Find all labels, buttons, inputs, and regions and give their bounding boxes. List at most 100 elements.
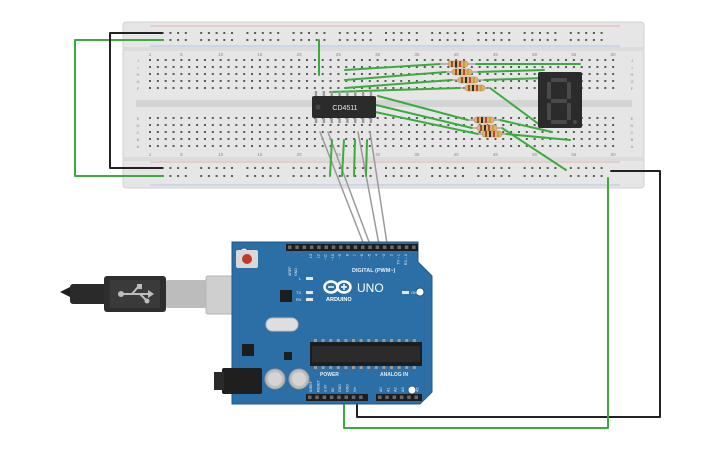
terminal-hole[interactable] [525,131,528,133]
resistor[interactable] [472,124,502,132]
rail-hole[interactable] [462,32,464,34]
terminal-hole[interactable] [541,131,544,133]
terminal-hole[interactable] [282,117,285,119]
terminal-hole[interactable] [408,80,411,82]
rail-hole[interactable] [408,32,411,34]
terminal-hole[interactable] [525,138,528,140]
terminal-hole[interactable] [604,73,607,75]
terminal-hole[interactable] [408,124,411,126]
rail-hole[interactable] [569,175,572,177]
terminal-hole[interactable] [337,145,340,147]
terminal-hole[interactable] [298,145,301,147]
rail-hole[interactable] [539,32,541,34]
rail-hole[interactable] [492,175,495,177]
rail-hole[interactable] [485,32,488,34]
rail-hole[interactable] [261,167,264,169]
terminal-hole[interactable] [502,80,505,82]
header-pin[interactable] [317,245,321,250]
rail-hole[interactable] [454,167,457,169]
terminal-hole[interactable] [227,124,230,126]
terminal-hole[interactable] [510,131,513,133]
terminal-hole[interactable] [266,131,269,133]
terminal-hole[interactable] [431,66,434,68]
terminal-hole[interactable] [588,66,591,68]
rail-hole[interactable] [315,167,318,169]
header-pin[interactable] [407,395,411,400]
rail-hole[interactable] [338,167,341,169]
terminal-hole[interactable] [203,73,206,75]
terminal-hole[interactable] [510,124,513,126]
wire-green-ic-1[interactable] [329,139,333,177]
terminal-hole[interactable] [258,124,261,126]
resistor[interactable] [440,60,476,68]
rail-hole[interactable] [369,175,372,177]
terminal-hole[interactable] [470,138,473,140]
terminal-hole[interactable] [306,138,308,140]
terminal-hole[interactable] [211,138,214,140]
terminal-hole[interactable] [219,80,222,82]
terminal-hole[interactable] [298,131,301,133]
rail-hole[interactable] [300,39,303,41]
terminal-hole[interactable] [337,87,340,89]
terminal-hole[interactable] [447,138,450,140]
terminal-hole[interactable] [164,59,167,61]
terminal-hole[interactable] [353,124,356,126]
terminal-hole[interactable] [196,59,199,61]
wire-green-r3[interactable] [344,79,453,89]
terminal-hole[interactable] [360,87,363,89]
terminal-hole[interactable] [164,87,167,89]
terminal-hole[interactable] [439,138,442,140]
terminal-hole[interactable] [211,87,214,89]
rail-hole[interactable] [431,39,434,41]
rail-hole[interactable] [438,167,441,169]
terminal-hole[interactable] [470,145,473,147]
terminal-hole[interactable] [439,66,442,68]
terminal-hole[interactable] [517,87,520,89]
rail-hole[interactable] [315,175,318,177]
rail-hole[interactable] [531,32,534,34]
terminal-hole[interactable] [580,59,583,61]
terminal-hole[interactable] [360,124,363,126]
terminal-hole[interactable] [329,124,332,126]
terminal-hole[interactable] [525,73,528,75]
wire-gray-c[interactable] [357,131,381,251]
seven-segment-display[interactable] [538,72,582,128]
terminal-hole[interactable] [423,80,426,82]
terminal-hole[interactable] [203,87,206,89]
terminal-hole[interactable] [258,87,261,89]
terminal-hole[interactable] [156,117,159,119]
terminal-hole[interactable] [533,117,536,119]
terminal-hole[interactable] [517,80,520,82]
terminal-hole[interactable] [188,73,191,75]
header-pin[interactable] [399,395,404,400]
terminal-hole[interactable] [415,124,418,126]
terminal-hole[interactable] [415,80,418,82]
rail-hole[interactable] [400,32,403,34]
terminal-hole[interactable] [266,80,269,82]
terminal-hole[interactable] [306,117,308,119]
terminal-hole[interactable] [604,145,607,147]
terminal-hole[interactable] [596,145,599,147]
rail-hole[interactable] [369,32,372,34]
terminal-hole[interactable] [400,80,403,82]
terminal-hole[interactable] [258,117,261,119]
terminal-hole[interactable] [415,145,418,147]
rail-hole[interactable] [246,32,249,34]
terminal-hole[interactable] [203,138,206,140]
terminal-hole[interactable] [337,131,340,133]
terminal-hole[interactable] [337,80,340,82]
rail-hole[interactable] [569,32,572,34]
terminal-hole[interactable] [306,59,308,61]
terminal-hole[interactable] [211,117,214,119]
wire-green-d3[interactable] [483,77,545,81]
terminal-hole[interactable] [353,138,356,140]
rail-hole[interactable] [207,39,210,41]
terminal-hole[interactable] [219,59,222,61]
terminal-hole[interactable] [415,59,418,61]
terminal-hole[interactable] [313,73,316,75]
terminal-hole[interactable] [180,87,183,89]
terminal-hole[interactable] [400,124,403,126]
rail-hole[interactable] [392,167,395,169]
terminal-hole[interactable] [274,66,277,68]
terminal-hole[interactable] [251,117,254,119]
